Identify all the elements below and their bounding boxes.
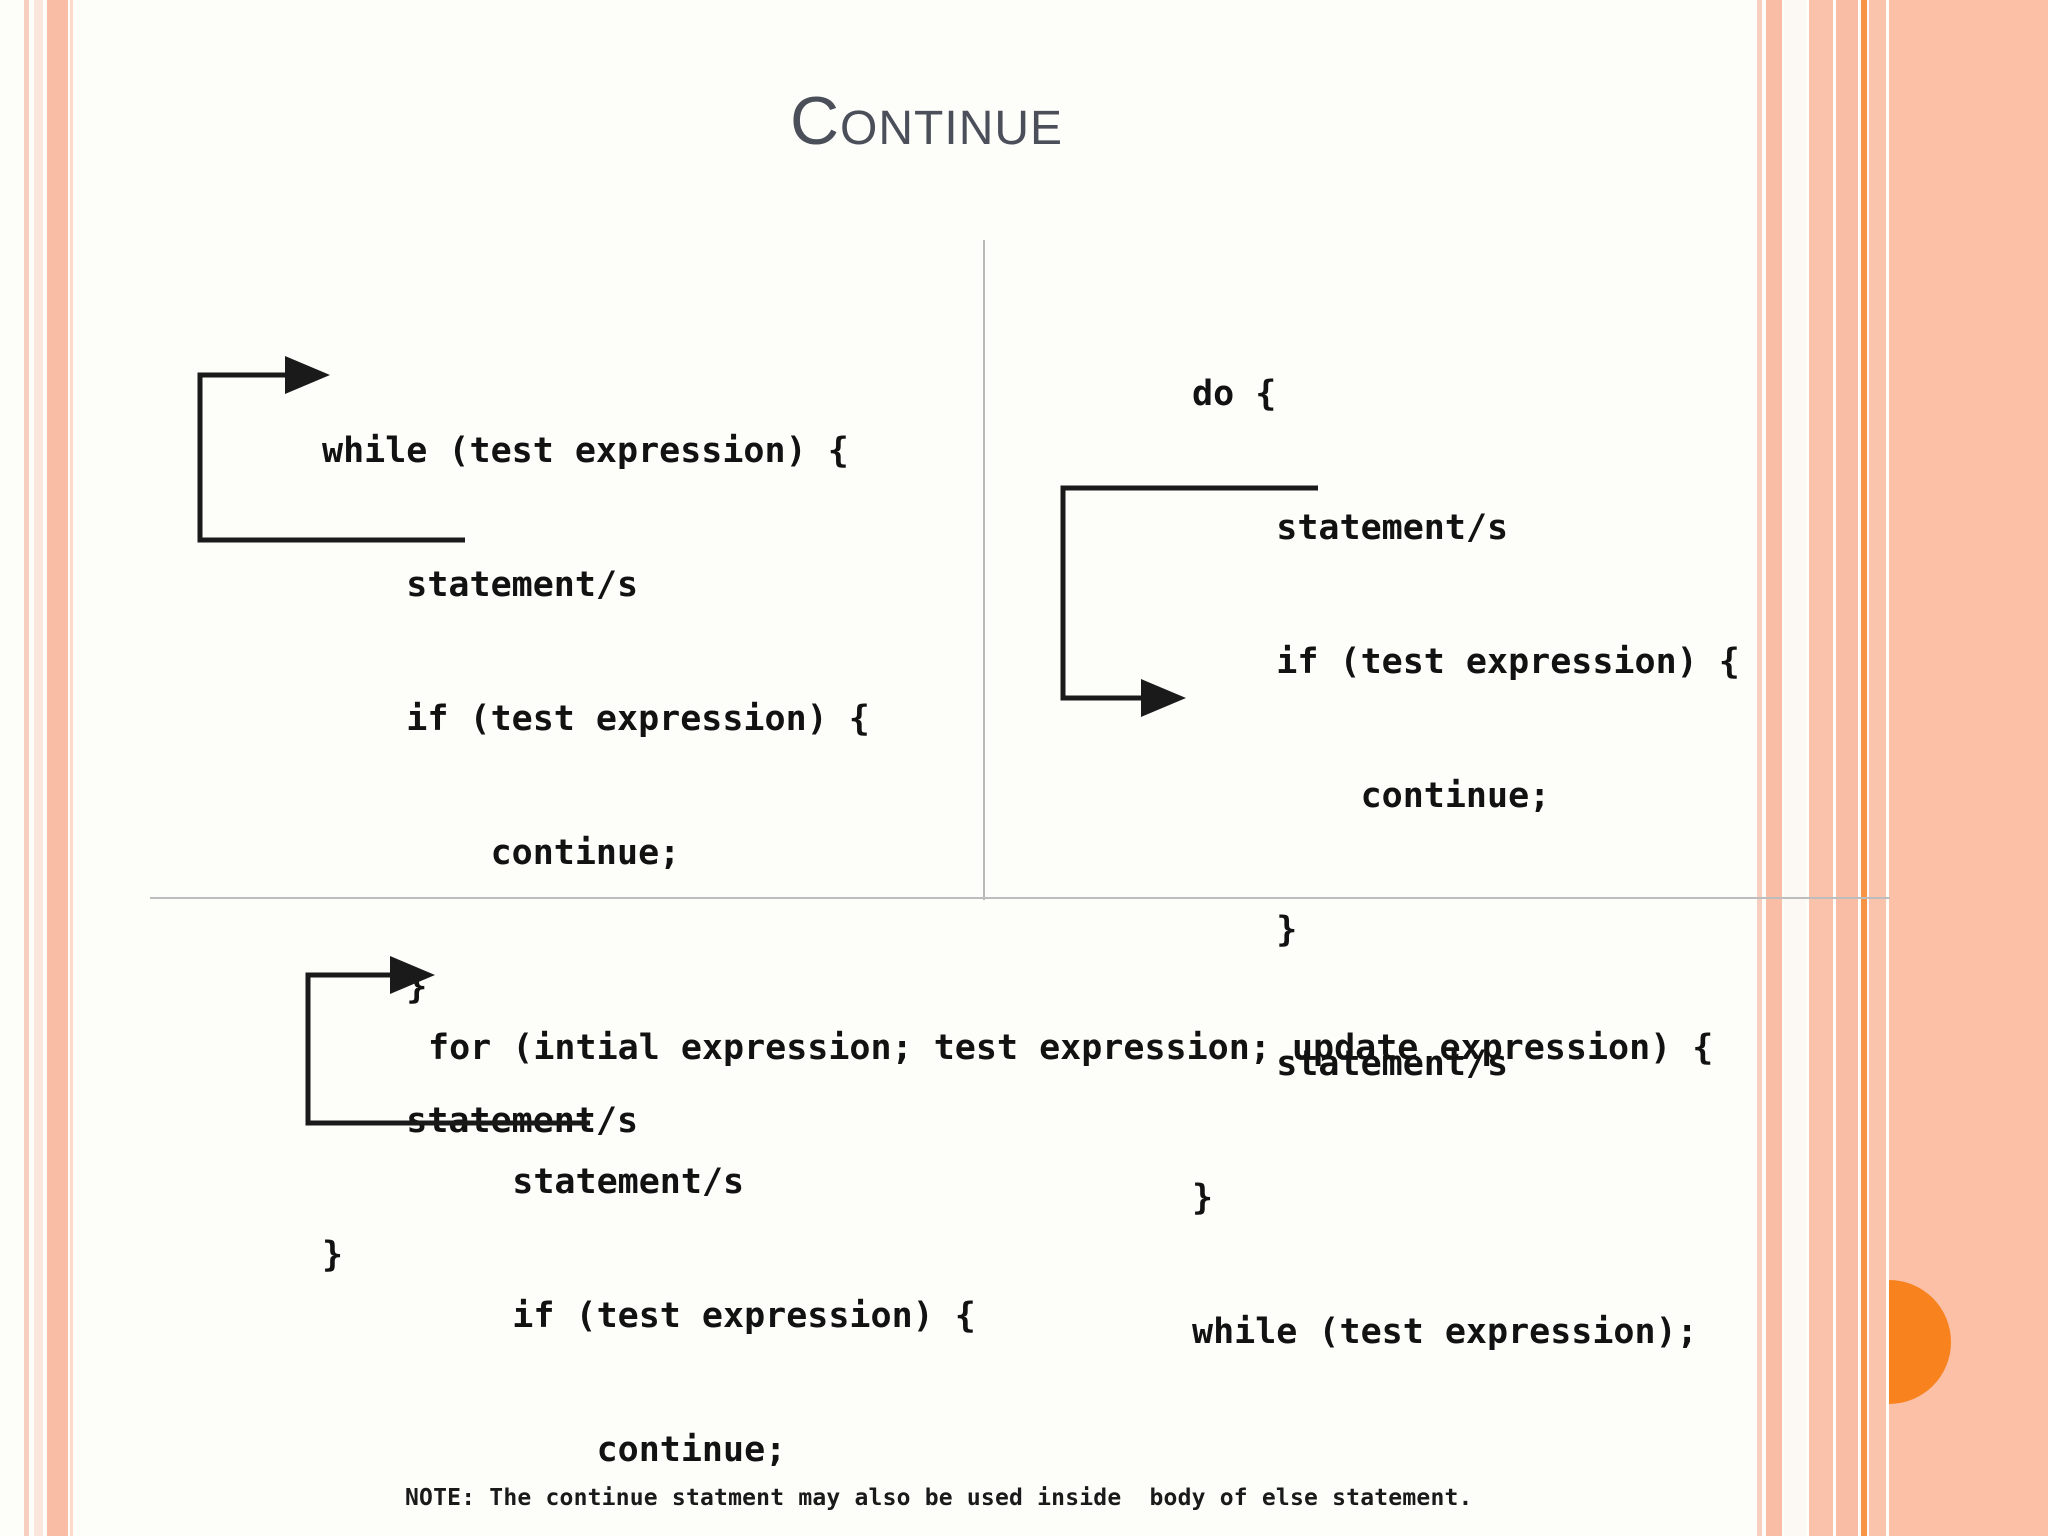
stripe-right-8 [1889, 0, 2048, 1536]
stripe-right-4 [1809, 0, 1833, 1536]
note-text: NOTE: The continue statment may also be … [405, 1485, 1473, 1511]
stripe-right-2 [1766, 0, 1782, 1536]
code-line: while (test expression); [1192, 1312, 1698, 1352]
stripe-right-6 [1861, 0, 1867, 1536]
for-loop-code-block: for (intial expression; test expression;… [428, 941, 1713, 1536]
while-loop-continue-arrow [197, 356, 465, 543]
code-line: } [1192, 1178, 1214, 1218]
for-loop-continue-arrow [305, 956, 590, 1126]
stripe-left-2 [34, 0, 43, 1536]
stripe-right-3 [1784, 0, 1806, 1536]
code-line: } [322, 1235, 344, 1275]
stripe-left-1 [24, 0, 29, 1536]
horizontal-divider [150, 897, 1890, 899]
do-while-loop-code-block: do { statement/s if (test expression) { … [1192, 287, 1740, 1479]
title-container: Continue [0, 83, 1853, 159]
do-while-loop-continue-arrow [1060, 485, 1318, 717]
code-line: if (test expression) { [428, 1296, 976, 1336]
code-line: if (test expression) { [322, 699, 870, 739]
stripe-left-4 [70, 0, 73, 1536]
stripe-right-5 [1836, 0, 1858, 1536]
code-line: statement/s [428, 1162, 745, 1202]
slide-content-area [96, 0, 1757, 1536]
code-line: } [1192, 910, 1298, 950]
code-line: continue; [322, 833, 681, 873]
code-line: statement/s [1192, 508, 1509, 548]
code-line: while (test expression) { [322, 431, 849, 471]
code-line: continue; [1192, 776, 1551, 816]
code-line: for (intial expression; test expression;… [428, 1028, 1714, 1068]
code-line: if (test expression) { [1192, 642, 1740, 682]
stripe-right-1 [1757, 0, 1762, 1536]
code-line: statement/s [1192, 1044, 1509, 1084]
stripe-right-7 [1869, 0, 1886, 1536]
code-line: do { [1192, 374, 1277, 414]
page-title: Continue [789, 83, 1064, 159]
code-line: continue; [428, 1430, 787, 1470]
code-line: statement/s [322, 565, 639, 605]
stripe-left-3 [47, 0, 68, 1536]
vertical-divider [983, 240, 985, 900]
